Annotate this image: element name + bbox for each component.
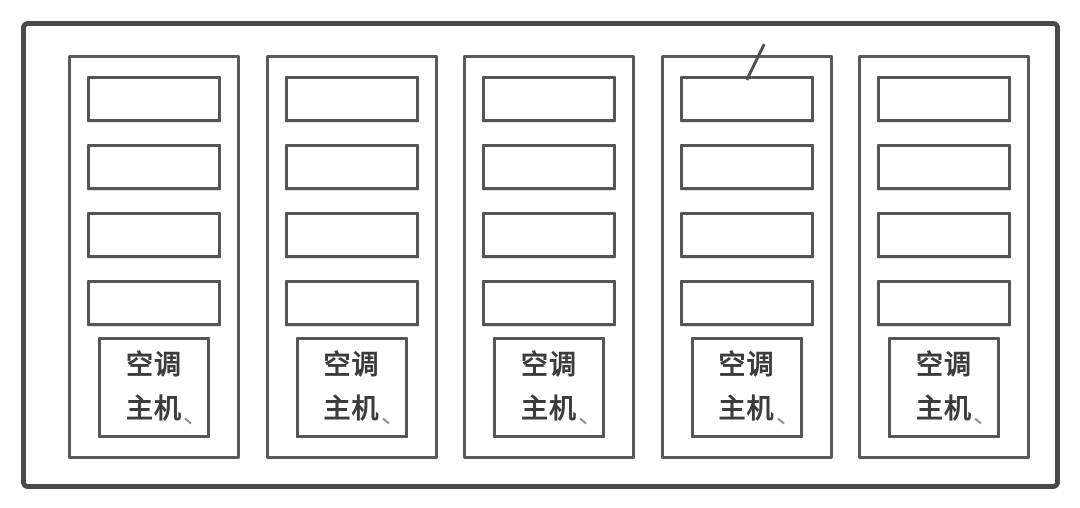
cabinet: 空调 主机 — [463, 55, 635, 459]
equipment-slot — [679, 144, 814, 190]
equipment-slot — [87, 212, 221, 258]
ac-host-label-line2: 主机 — [324, 396, 390, 425]
equipment-slot — [284, 76, 419, 122]
ac-host-label-line2: 主机 — [719, 396, 785, 425]
ac-host-label-line1: 空调 — [323, 349, 380, 380]
slot-stack — [87, 76, 221, 326]
outer-frame: 空调 主机 空调 主机 空调 主机 空调 主机 空调 主机 — [21, 21, 1060, 489]
slot-stack — [284, 76, 419, 326]
ac-host-label-line2: 主机 — [916, 396, 982, 425]
equipment-slot — [679, 76, 814, 122]
cabinet: 空调 主机 — [265, 55, 438, 459]
equipment-slot — [87, 144, 221, 190]
equipment-slot — [877, 144, 1011, 190]
equipment-slot — [87, 76, 221, 122]
ac-host-label-box: 空调 主机 — [888, 337, 1000, 438]
slot-stack — [679, 76, 814, 326]
equipment-slot — [877, 280, 1011, 326]
ac-host-label-box: 空调 主机 — [493, 337, 605, 438]
ac-host-label-line2: 主机 — [521, 396, 587, 425]
ac-host-label-line1: 空调 — [126, 349, 182, 380]
cabinet: 空调 主机 — [68, 55, 240, 459]
ac-host-label-line1: 空调 — [718, 349, 775, 380]
slot-stack — [877, 76, 1011, 326]
equipment-slot — [877, 76, 1011, 122]
equipment-slot — [284, 212, 419, 258]
equipment-slot — [87, 280, 221, 326]
equipment-slot — [482, 212, 616, 258]
equipment-slot — [284, 144, 419, 190]
ac-host-label-box: 空调 主机 — [295, 337, 408, 438]
tick-mark — [974, 417, 982, 425]
tick-mark — [579, 417, 587, 425]
equipment-slot — [877, 212, 1011, 258]
equipment-slot — [284, 280, 419, 326]
ac-host-label-line1: 空调 — [521, 349, 577, 380]
cabinet: 空调 主机 — [660, 43, 833, 459]
ac-host-label-line1: 空调 — [916, 349, 972, 380]
equipment-slot — [679, 280, 814, 326]
cabinet: 空调 主机 — [858, 55, 1030, 459]
ac-host-label-line2: 主机 — [126, 396, 192, 425]
cabinet-row: 空调 主机 空调 主机 空调 主机 空调 主机 空调 主机 — [26, 26, 1055, 484]
equipment-slot — [482, 280, 616, 326]
tick-mark — [776, 417, 785, 425]
ac-host-label-box: 空调 主机 — [690, 337, 803, 438]
equipment-slot — [482, 144, 616, 190]
equipment-slot — [482, 76, 616, 122]
tick-mark — [381, 417, 390, 425]
equipment-slot — [679, 212, 814, 258]
slot-stack — [482, 76, 616, 326]
ac-host-label-box: 空调 主机 — [98, 337, 210, 438]
tick-mark — [184, 417, 192, 425]
